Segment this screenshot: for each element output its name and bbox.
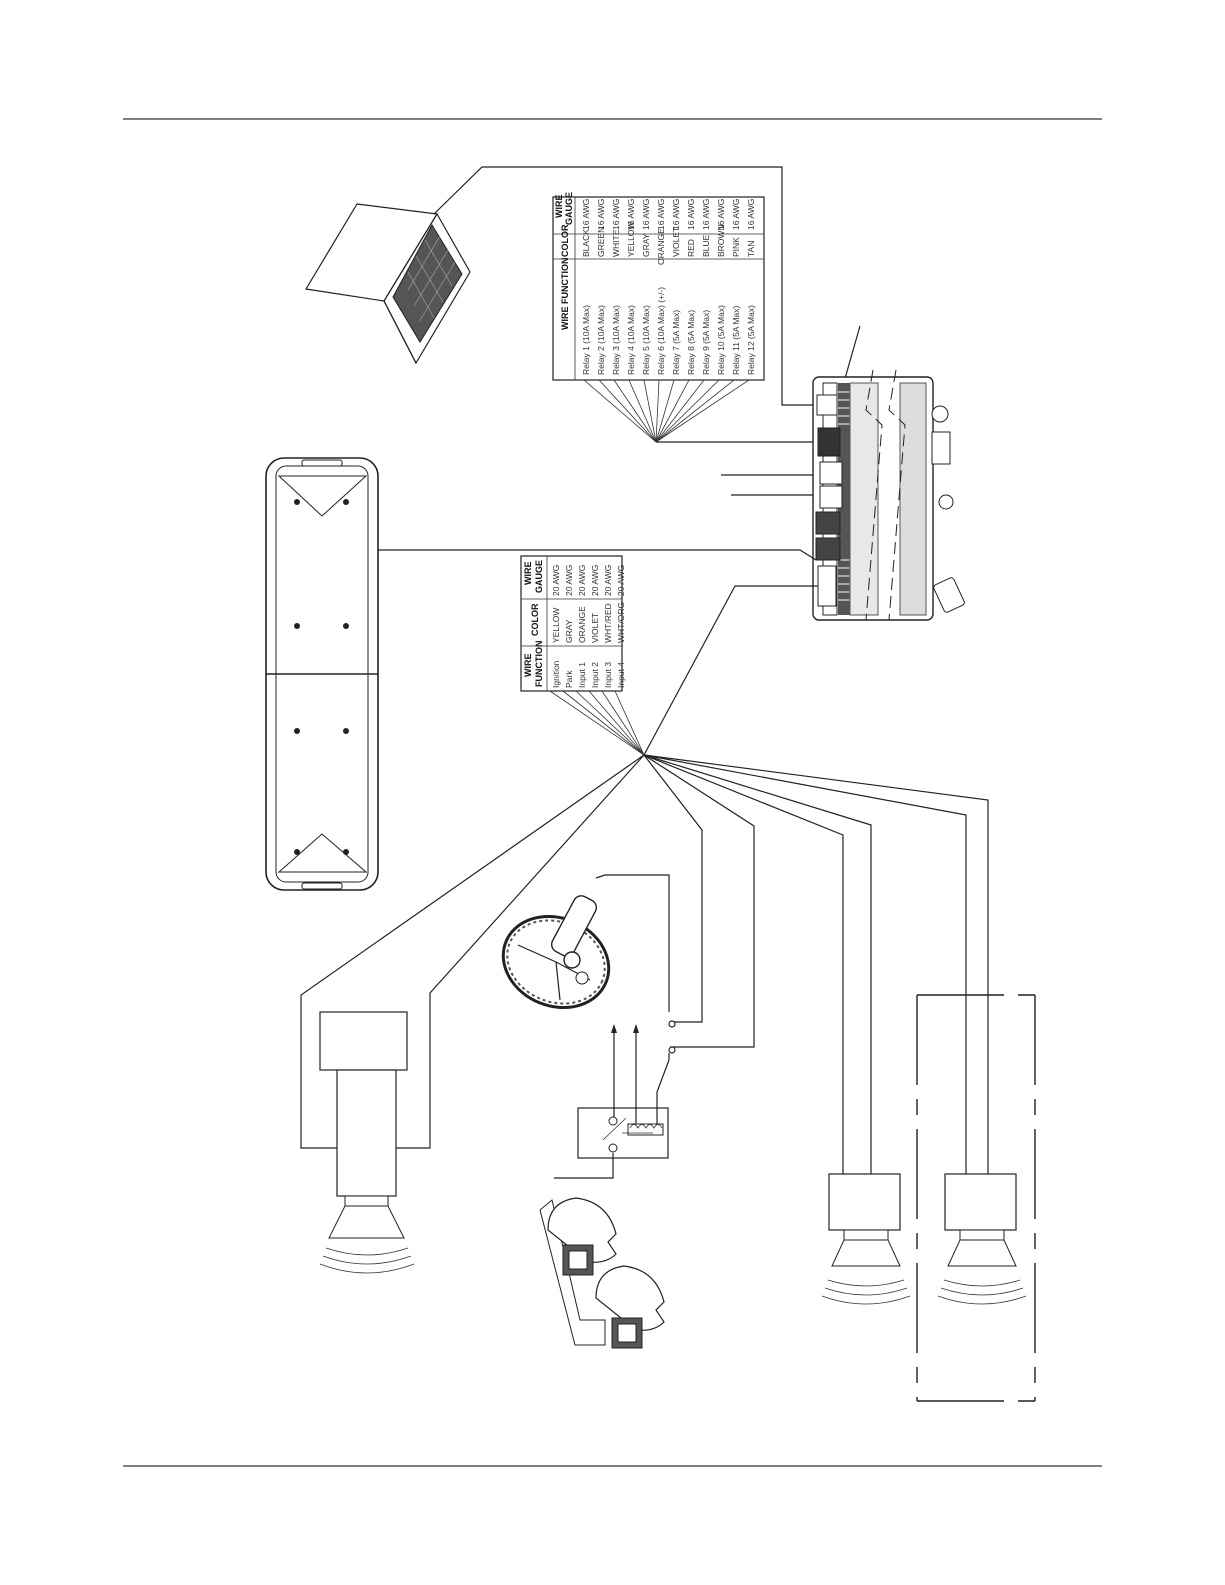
relay-row-color: BROWN xyxy=(716,224,726,257)
input-harness xyxy=(643,585,818,756)
relay-row-color: RED xyxy=(686,239,696,257)
input-wire-fan xyxy=(549,690,645,756)
relay-row-gauge: 16 AWG xyxy=(701,199,711,230)
relay-row-function: Relay 6 (10A Max) (+/-) xyxy=(656,287,666,375)
relay-icon xyxy=(554,1020,676,1179)
relay-row-function: Relay 3 (10A Max) xyxy=(611,305,621,375)
lightbar-icon xyxy=(265,457,379,891)
horn-switch-wire xyxy=(595,874,670,1012)
relay-row-color: BLACK xyxy=(581,229,591,257)
relay-row-gauge: 16 AWG xyxy=(611,199,621,230)
input-row-function: Input 3 xyxy=(603,662,613,688)
input-row-gauge: 20 AWG xyxy=(603,565,613,596)
relay-row-gauge: 16 AWG xyxy=(656,199,666,230)
relay-row-color: YELLOW xyxy=(626,222,636,257)
input-row-gauge: 20 AWG xyxy=(564,565,574,596)
input-row-color: GRAY xyxy=(564,619,574,643)
input-row-color: YELLOW xyxy=(551,608,561,643)
relay-row-color: PINK xyxy=(731,237,741,257)
relay-row-color: VIOLET xyxy=(671,227,681,257)
relay-row-gauge: 16 AWG xyxy=(746,199,756,230)
input-row-color: WHT/RED xyxy=(603,603,613,643)
relay-row-function: Relay 11 (5A Max) xyxy=(731,306,741,375)
relay-row-function: Relay 8 (5A Max) xyxy=(686,310,696,375)
laptop-cable xyxy=(433,166,814,406)
relay-row-color: GREEN xyxy=(596,227,606,257)
relay-row-gauge: 16 AWG xyxy=(731,199,741,230)
input-row-color: VIOLET xyxy=(590,613,600,643)
input-row-gauge: 20 AWG xyxy=(590,565,600,596)
relay-row-function: Relay 9 (5A Max) xyxy=(701,310,711,375)
relay-header-wire: WIRE xyxy=(554,195,564,219)
relay-row-function: Relay 12 (5A Max) xyxy=(746,305,756,375)
relay-row-function: Relay 4 (10A Max) xyxy=(626,305,636,375)
speaker-icon xyxy=(319,1011,415,1274)
input-row-gauge: 20 AWG xyxy=(551,565,561,596)
input-row-function: Input 4 xyxy=(616,662,626,688)
speaker-icon xyxy=(821,1173,911,1305)
relay-row-gauge: 16 AWG xyxy=(716,199,726,230)
relay-row-gauge: 16 AWG xyxy=(641,199,651,230)
relay-header-function: WIRE FUNCTION xyxy=(560,258,570,331)
relay-row-function: Relay 5 (10A Max) xyxy=(641,305,651,375)
relay-row-color: TAN xyxy=(746,241,756,257)
speaker-icon xyxy=(937,1173,1027,1305)
input-row-function: Input 2 xyxy=(590,662,600,688)
input-row-color: WHT/ORG xyxy=(616,602,626,643)
input-row-function: Ignition xyxy=(551,660,561,688)
dashed-enclosure xyxy=(916,994,1036,1402)
relay-wire-table: WIRE FUNCTION COLOR WIRE GAUGE Relay 1 (… xyxy=(552,192,765,381)
input-header-color: COLOR xyxy=(530,603,540,636)
lightbar-cable xyxy=(378,549,817,561)
horn-icon xyxy=(539,1197,665,1349)
relay-row-gauge: 16 AWG xyxy=(581,199,591,230)
input-header-function: FUNCTION xyxy=(534,641,544,688)
relay-row-color: BLUE xyxy=(701,234,711,257)
control-box-icon xyxy=(812,369,965,621)
relay-row-color: WHITE xyxy=(611,229,621,257)
relay-header-color: COLOR xyxy=(560,224,570,257)
relay-row-function: Relay 1 (10A Max) xyxy=(581,305,591,375)
relay-wire-fan xyxy=(583,379,750,443)
relay-row-color: GRAY xyxy=(641,233,651,257)
relay-row-function: Relay 2 (10A Max) xyxy=(596,305,606,375)
relay-row-gauge: 16 AWG xyxy=(596,199,606,230)
relay-row-color: ORANGE xyxy=(656,228,666,265)
output-wires xyxy=(300,754,989,1174)
steering-wheel-icon xyxy=(501,895,611,1010)
input-wire-table: WIRE FUNCTION COLOR WIRE GAUGE Ignition … xyxy=(520,555,626,692)
laptop-icon xyxy=(305,203,471,365)
input-header-gauge: GAUGE xyxy=(534,560,544,593)
input-row-gauge: 20 AWG xyxy=(577,565,587,596)
input-row-gauge: 20 AWG xyxy=(616,565,626,596)
relay-row-gauge: 16 AWG xyxy=(626,199,636,230)
input-row-function: Input 1 xyxy=(577,662,587,688)
input-row-color: ORANGE xyxy=(577,606,587,643)
relay-row-gauge: 16 AWG xyxy=(671,199,681,230)
relay-header-gauge: GAUGE xyxy=(564,192,574,225)
input-header-wire: WIRE xyxy=(523,654,533,678)
relay-row-function: Relay 10 (5A Max) xyxy=(716,305,726,375)
input-header-wire-2: WIRE xyxy=(523,562,533,586)
relay-row-gauge: 16 AWG xyxy=(686,199,696,230)
input-row-function: Park xyxy=(564,670,574,688)
relay-row-function: Relay 7 (5A Max) xyxy=(671,310,681,375)
